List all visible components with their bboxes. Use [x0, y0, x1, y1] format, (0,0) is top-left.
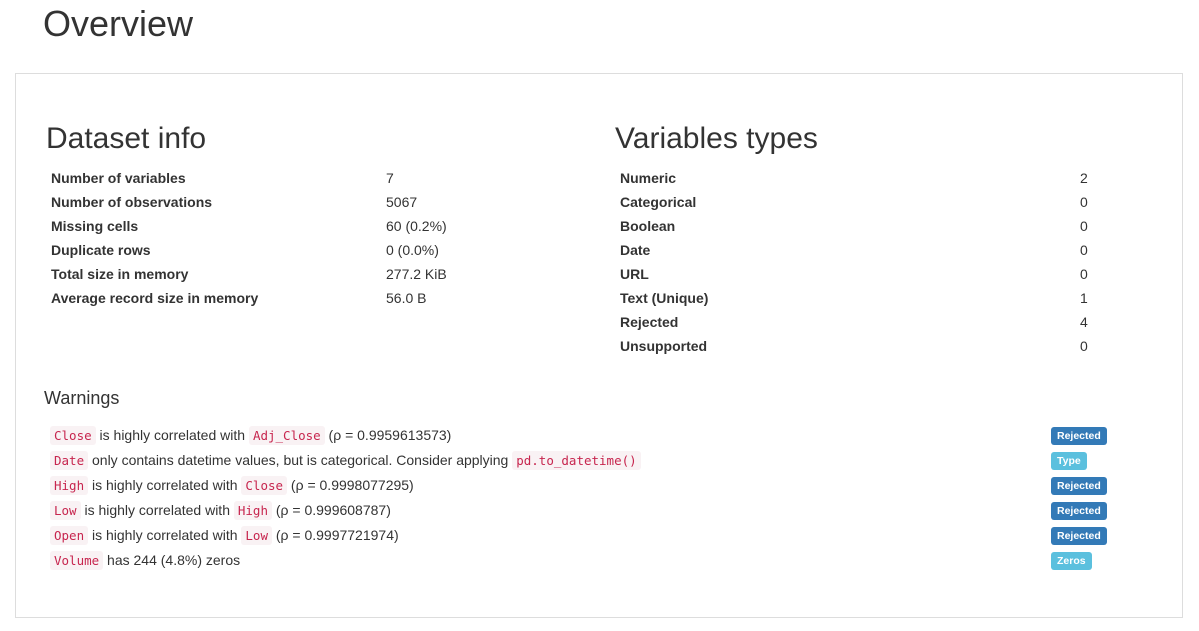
variable-code[interactable]: Close — [241, 476, 288, 495]
variable-type-label: Unsupported — [620, 338, 708, 354]
variable-code[interactable]: Date — [50, 451, 89, 470]
rejected-badge: Rejected — [1051, 427, 1107, 445]
dataset-info-row: Number of observations 5067 — [46, 190, 581, 214]
rejected-badge: Rejected — [1051, 502, 1107, 520]
variable-type-count: 4 — [1080, 314, 1088, 330]
page-title: Overview — [43, 3, 194, 44]
variable-type-count: 0 — [1080, 194, 1088, 210]
dataset-info-value: 60 (0.2%) — [386, 218, 447, 234]
variable-code[interactable]: Open — [50, 526, 89, 545]
variable-types-row: Numeric 2 — [615, 166, 1135, 190]
variable-type-label: Rejected — [620, 314, 679, 330]
dataset-info-table: Number of variables 7 Number of observati… — [46, 166, 581, 310]
variable-code[interactable]: Low — [241, 526, 272, 545]
dataset-info-label: Duplicate rows — [51, 242, 151, 258]
variable-type-count: 0 — [1080, 242, 1088, 258]
dataset-info-row: Number of variables 7 — [46, 166, 581, 190]
variable-types-table: Numeric 2 Categorical 0 Boolean 0 Date 0 URL… — [615, 166, 1135, 358]
dataset-info-label: Total size in memory — [51, 266, 189, 282]
warning-item: High is highly correlated with Close (ρ … — [45, 473, 1175, 498]
code-snippet: pd.to_datetime() — [512, 451, 641, 470]
warning-item: Volume has 244 (4.8%) zeros Zeros — [45, 548, 1175, 573]
warning-text: is highly correlated with — [80, 502, 234, 518]
warning-text: is highly correlated with — [95, 427, 249, 443]
overview-panel: Dataset info Number of variables 7 Number… — [15, 73, 1183, 618]
dataset-info-row: Average record size in memory 56.0 B — [46, 286, 581, 310]
dataset-info-label: Average record size in memory — [51, 290, 259, 306]
rejected-badge: Rejected — [1051, 477, 1107, 495]
dataset-info-value: 5067 — [386, 194, 418, 210]
variable-types-row: Text (Unique) 1 — [615, 286, 1135, 310]
rejected-badge: Rejected — [1051, 527, 1107, 545]
dataset-info-value: 56.0 B — [386, 290, 427, 306]
warning-text: (ρ = 0.9959613573) — [324, 427, 452, 443]
warning-item: Date only contains datetime values, but … — [45, 448, 1175, 473]
variable-types-title: Variables types — [615, 122, 818, 155]
variable-types-row: Date 0 — [615, 238, 1135, 262]
warning-text: (ρ = 0.9998077295) — [287, 477, 414, 493]
variable-types-row: Categorical 0 — [615, 190, 1135, 214]
warning-text: only contains datetime values, but is ca… — [88, 452, 513, 468]
variable-types-row: Boolean 0 — [615, 214, 1135, 238]
dataset-info-label: Number of variables — [51, 170, 186, 186]
variable-type-count: 0 — [1080, 338, 1088, 354]
variable-code[interactable]: Volume — [50, 551, 104, 570]
warning-item: Close is highly correlated with Adj_Clos… — [45, 423, 1175, 448]
type-badge: Type — [1051, 452, 1087, 470]
dataset-info-row: Total size in memory 277.2 KiB — [46, 262, 581, 286]
dataset-info-row: Duplicate rows 0 (0.0%) — [46, 238, 581, 262]
variable-type-count: 0 — [1080, 266, 1088, 282]
warning-text: is highly correlated with — [88, 477, 242, 493]
warning-text: is highly correlated with — [88, 527, 242, 543]
variable-code[interactable]: High — [50, 476, 89, 495]
variable-type-label: Date — [620, 242, 651, 258]
dataset-info-value: 0 (0.0%) — [386, 242, 439, 258]
warnings-list: Close is highly correlated with Adj_Clos… — [45, 423, 1175, 573]
variable-type-count: 2 — [1080, 170, 1088, 186]
variable-type-label: Categorical — [620, 194, 697, 210]
dataset-info-title: Dataset info — [46, 122, 207, 155]
variable-types-row: Rejected 4 — [615, 310, 1135, 334]
variable-type-label: URL — [620, 266, 649, 282]
dataset-info-row: Missing cells 60 (0.2%) — [46, 214, 581, 238]
variable-type-count: 0 — [1080, 218, 1088, 234]
warning-item: Open is highly correlated with Low (ρ = … — [45, 523, 1175, 548]
zeros-badge: Zeros — [1051, 552, 1092, 570]
variable-type-count: 1 — [1080, 290, 1088, 306]
warnings-title: Warnings — [44, 388, 120, 408]
warning-text: (ρ = 0.9997721974) — [271, 527, 399, 543]
variable-code[interactable]: Adj_Close — [248, 426, 325, 445]
variable-type-label: Text (Unique) — [620, 290, 709, 306]
warning-text: (ρ = 0.999608787) — [271, 502, 391, 518]
variable-types-row: URL 0 — [615, 262, 1135, 286]
dataset-info-value: 7 — [386, 170, 394, 186]
warning-text: has 244 (4.8%) zeros — [103, 552, 241, 568]
variable-code[interactable]: High — [233, 501, 272, 520]
variable-code[interactable]: Close — [50, 426, 96, 445]
variable-types-row: Unsupported 0 — [615, 334, 1135, 358]
dataset-info-value: 277.2 KiB — [386, 266, 447, 282]
dataset-info-label: Number of observations — [51, 194, 213, 210]
variable-code[interactable]: Low — [50, 501, 81, 520]
variable-type-label: Numeric — [620, 170, 677, 186]
variable-type-label: Boolean — [620, 218, 676, 234]
warning-item: Low is highly correlated with High (ρ = … — [45, 498, 1175, 523]
dataset-info-label: Missing cells — [51, 218, 139, 234]
